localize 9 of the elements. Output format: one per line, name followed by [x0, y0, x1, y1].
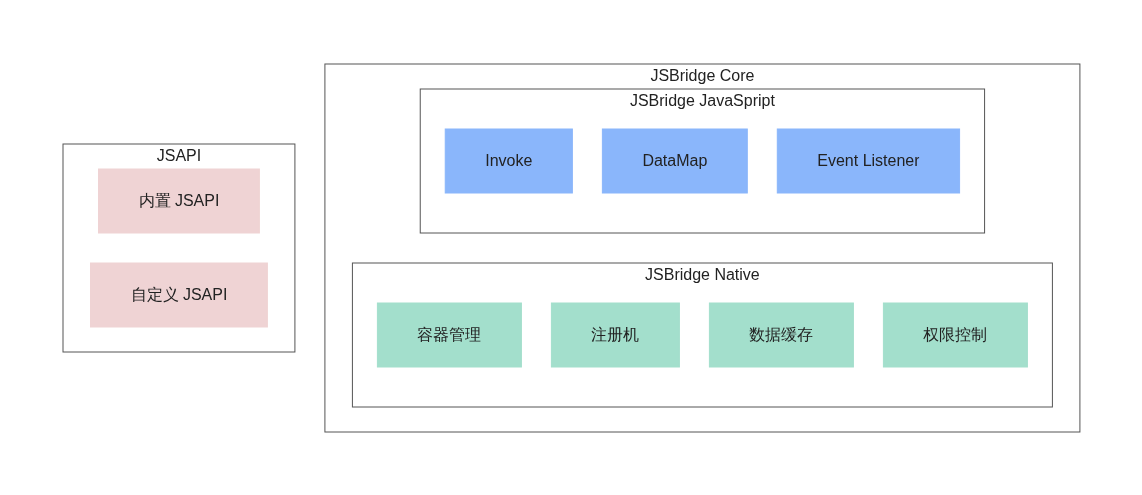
- node-box: Event Listener: [776, 128, 960, 193]
- node-box: 内置 JSAPI: [97, 168, 260, 233]
- node-box: 注册机: [550, 302, 680, 367]
- node-box: 容器管理: [376, 302, 522, 367]
- node-box: 数据缓存: [708, 302, 854, 367]
- node-box: 权限控制: [882, 302, 1028, 367]
- node-box: Invoke: [444, 128, 573, 193]
- node-box: DataMap: [601, 128, 748, 193]
- node-box: 自定义 JSAPI: [89, 262, 268, 327]
